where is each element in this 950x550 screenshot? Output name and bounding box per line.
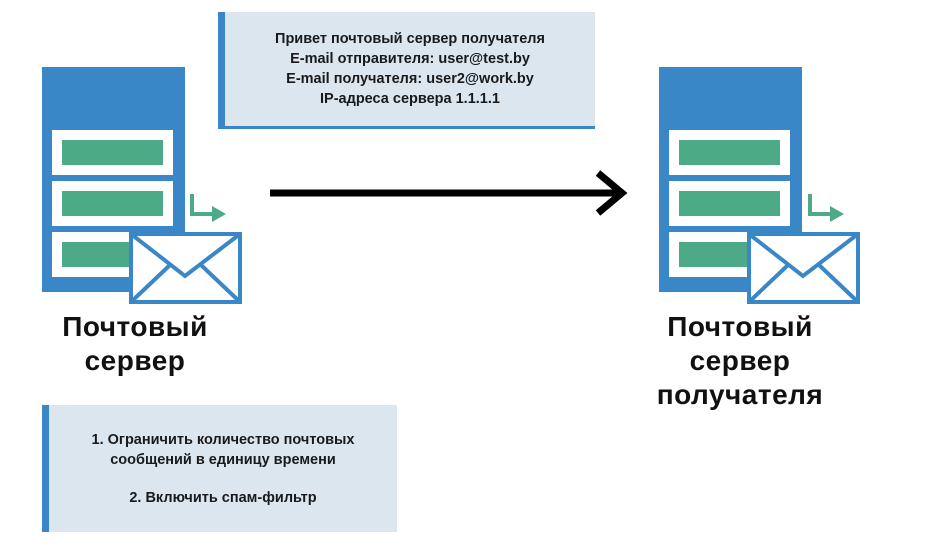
sender-server-label: Почтовый сервер: [62, 311, 208, 376]
receiver-server-label: Почтовый сервер получателя: [656, 311, 824, 410]
note-line: E-mail получателя: user2@work.by: [286, 71, 534, 87]
forward-arrow-icon: [808, 194, 844, 222]
note-line: E-mail отправителя: user@test.by: [290, 51, 530, 67]
note-line: 1. Ограничить количество почтовых: [91, 431, 355, 448]
right-arrow-icon: [270, 170, 628, 216]
mitigation-note: 1. Ограничить количество почтовых сообще…: [42, 405, 397, 532]
note-line: Привет почтовый сервер получателя: [275, 31, 545, 47]
forward-arrow-icon: [190, 194, 226, 222]
note-line: 2. Включить спам-фильтр: [129, 489, 317, 506]
note-line: IP-адреса сервера 1.1.1.1: [320, 91, 500, 107]
envelope-icon: [129, 232, 242, 304]
handshake-note: Привет почтовый сервер получателя E-mail…: [218, 12, 595, 129]
note-line: сообщений в единицу времени: [110, 451, 336, 468]
envelope-icon: [747, 232, 860, 304]
